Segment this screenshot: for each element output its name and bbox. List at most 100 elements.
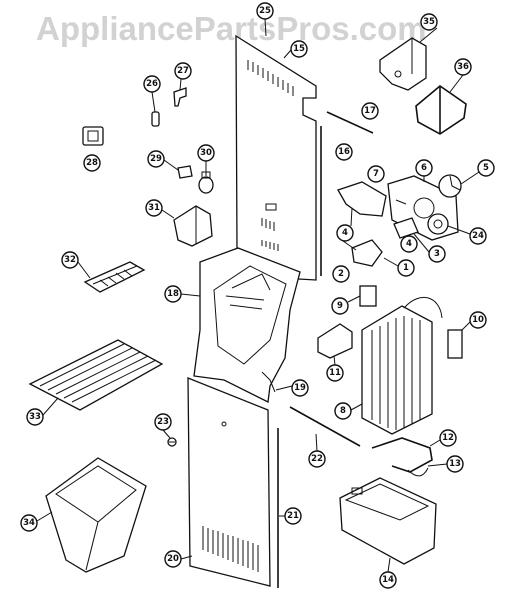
callout-20[interactable]: 20 <box>164 550 182 568</box>
part-13-hose[interactable] <box>407 467 429 477</box>
callout-5-label: 5 <box>483 163 489 173</box>
part-34-ice-bucket[interactable] <box>45 457 147 573</box>
callout-24-label: 24 <box>472 231 484 241</box>
part-12-drain-tube[interactable] <box>371 437 433 473</box>
part-27-plug[interactable] <box>173 87 187 107</box>
callout-7[interactable]: 7 <box>367 165 385 183</box>
callout-36[interactable]: 36 <box>454 58 472 76</box>
callout-3[interactable]: 3 <box>428 245 446 263</box>
part-10-terminal[interactable] <box>447 329 463 359</box>
part-7-gasket[interactable] <box>337 181 387 217</box>
part-33-wire-shelf[interactable] <box>28 339 164 411</box>
part-14-drain-pan[interactable] <box>339 477 437 565</box>
callout-24[interactable]: 24 <box>469 227 487 245</box>
callout-25[interactable]: 25 <box>256 2 274 20</box>
callout-33-label: 33 <box>29 412 41 422</box>
callout-27-label: 27 <box>177 66 189 76</box>
part-9-relay[interactable] <box>359 285 377 307</box>
callout-4a[interactable]: 4 <box>336 224 354 242</box>
callout-32[interactable]: 32 <box>61 251 79 269</box>
callout-33[interactable]: 33 <box>26 408 44 426</box>
callout-21[interactable]: 21 <box>284 507 302 525</box>
callout-12[interactable]: 12 <box>439 429 457 447</box>
callout-36-label: 36 <box>457 62 469 72</box>
part-19-seal[interactable] <box>261 371 276 393</box>
callout-18[interactable]: 18 <box>164 285 182 303</box>
part-29-socket[interactable] <box>177 165 193 179</box>
callout-17-label: 17 <box>364 106 376 116</box>
callout-15-label: 15 <box>293 44 305 54</box>
callout-27[interactable]: 27 <box>174 62 192 80</box>
callout-8-label: 8 <box>340 406 346 416</box>
watermark-text: AppliancePartsPros.com <box>36 10 427 47</box>
part-30-bulb[interactable] <box>198 171 214 194</box>
part-36-wire-hanger[interactable] <box>415 84 467 135</box>
callout-9[interactable]: 9 <box>331 297 349 315</box>
callout-35[interactable]: 35 <box>420 13 438 31</box>
callout-23-label: 23 <box>157 417 169 427</box>
callout-1-label: 1 <box>403 263 409 273</box>
callout-11-label: 11 <box>329 368 341 378</box>
leader-lines <box>36 18 480 573</box>
callout-7-label: 7 <box>373 169 379 179</box>
callout-26[interactable]: 26 <box>143 75 161 93</box>
callout-13[interactable]: 13 <box>446 455 464 473</box>
callout-17[interactable]: 17 <box>361 102 379 120</box>
part-22-strip[interactable] <box>289 406 361 447</box>
callout-23[interactable]: 23 <box>154 413 172 431</box>
callout-34-label: 34 <box>23 518 35 528</box>
part-8-evaporator[interactable] <box>361 297 443 435</box>
callout-4a-label: 4 <box>342 228 348 238</box>
part-15-upper-panel[interactable] <box>235 34 317 281</box>
callout-2[interactable]: 2 <box>332 265 350 283</box>
callout-26-label: 26 <box>146 79 158 89</box>
callout-15[interactable]: 15 <box>290 40 308 58</box>
part-2-thermostat[interactable] <box>351 239 383 267</box>
callout-6[interactable]: 6 <box>415 159 433 177</box>
callout-8[interactable]: 8 <box>334 402 352 420</box>
part-26-clip[interactable] <box>151 111 160 127</box>
callout-4b[interactable]: 4 <box>400 235 418 253</box>
callout-9-label: 9 <box>337 301 343 311</box>
part-11-heater-block[interactable] <box>317 323 353 359</box>
part-20-lower-panel[interactable] <box>187 377 271 587</box>
callout-16-label: 16 <box>338 147 350 157</box>
callout-6-label: 6 <box>421 163 427 173</box>
callout-31[interactable]: 31 <box>145 199 163 217</box>
callout-14-label: 14 <box>382 575 394 585</box>
callout-5[interactable]: 5 <box>477 159 495 177</box>
callout-1[interactable]: 1 <box>397 259 415 277</box>
part-35-mount-bracket[interactable] <box>379 37 427 91</box>
callout-10-label: 10 <box>472 315 484 325</box>
part-31-light-cover[interactable] <box>173 205 213 247</box>
callout-14[interactable]: 14 <box>379 571 397 589</box>
callout-12-label: 12 <box>442 433 454 443</box>
part-23-screw[interactable] <box>167 437 177 447</box>
callout-20-label: 20 <box>167 554 179 564</box>
callout-22-label: 22 <box>311 454 323 464</box>
callout-34[interactable]: 34 <box>20 514 38 532</box>
part-3-bracket[interactable] <box>393 217 419 239</box>
part-17-strip[interactable] <box>326 111 374 134</box>
callout-19[interactable]: 19 <box>291 379 309 397</box>
callout-22[interactable]: 22 <box>308 450 326 468</box>
callout-10[interactable]: 10 <box>469 311 487 329</box>
callout-32-label: 32 <box>64 255 76 265</box>
callout-29[interactable]: 29 <box>147 150 165 168</box>
part-24-fan-motor[interactable] <box>427 213 449 235</box>
callout-28[interactable]: 28 <box>83 154 101 172</box>
callout-30[interactable]: 30 <box>197 144 215 162</box>
callout-35-label: 35 <box>423 17 435 27</box>
callout-25-label: 25 <box>259 6 271 16</box>
part-18-duct-housing[interactable] <box>193 247 301 403</box>
part-32-ice-tray[interactable] <box>83 261 146 293</box>
callout-16[interactable]: 16 <box>335 143 353 161</box>
part-5-fan-blade[interactable] <box>438 174 462 198</box>
callout-21-label: 21 <box>287 511 299 521</box>
callout-3-label: 3 <box>434 249 440 259</box>
part-28-bracket[interactable] <box>82 126 104 146</box>
callout-11[interactable]: 11 <box>326 364 344 382</box>
callout-2-label: 2 <box>338 269 344 279</box>
